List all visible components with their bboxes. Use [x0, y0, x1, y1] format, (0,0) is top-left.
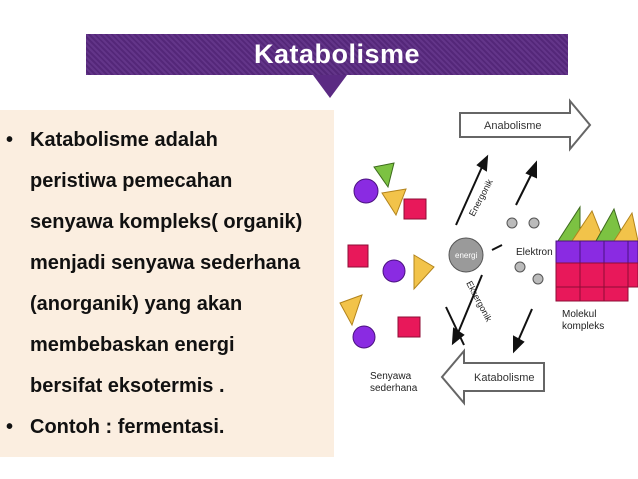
text-box: • Katabolisme adalah peristiwa pemecahan… — [0, 110, 334, 457]
bullet-icon: • — [6, 416, 14, 438]
bullet-line: Contoh : fermentasi. — [30, 416, 225, 438]
bullet-list: • Katabolisme adalah peristiwa pemecahan… — [6, 120, 332, 448]
flow-arrows — [445, 154, 537, 354]
bullet-line: (anorganik) yang akan — [30, 293, 243, 315]
bullet-icon: • — [6, 129, 14, 151]
title-bar: Katabolisme — [86, 34, 568, 75]
elektron-label: Elektron — [516, 247, 553, 258]
slide-title: Katabolisme — [253, 39, 421, 69]
complex-molecules: Molekul kompleks — [555, 205, 638, 332]
anabolisme-label: Anabolisme — [484, 120, 541, 132]
senyawa-label: Senyawa — [370, 371, 412, 382]
eksergonik-label: Eksergonik — [464, 279, 494, 323]
bullet-line: menjadi senyawa sederhana — [30, 252, 301, 274]
molekul-label: Molekul — [562, 309, 596, 320]
bullet-line: Katabolisme adalah — [30, 129, 218, 151]
energonik-label: Energonik — [467, 177, 495, 218]
kompleks-label: kompleks — [562, 321, 604, 332]
bullet-line: senyawa kompleks( organik) — [30, 211, 303, 233]
metabolism-diagram: Anabolisme Katabolisme energi Energonik … — [339, 98, 638, 406]
energi-label: energi — [455, 251, 477, 260]
sederhana-label: sederhana — [370, 383, 418, 394]
title-arrow-icon — [313, 75, 347, 98]
bullet-item-definition: • Katabolisme adalah peristiwa pemecahan… — [6, 120, 332, 407]
energy-sphere: energi — [448, 237, 484, 273]
electron-dots: Elektron — [506, 217, 553, 285]
anabolisme-arrow: Anabolisme — [459, 98, 592, 152]
bullet-line: membebaskan energi — [30, 334, 235, 356]
bullet-line: peristiwa pemecahan — [30, 170, 233, 192]
simple-compounds: Senyawa sederhana — [339, 162, 435, 394]
bullet-line: bersifat eksotermis . — [30, 375, 225, 397]
katabolisme-arrow: Katabolisme — [440, 348, 545, 406]
bullet-item-example: • Contoh : fermentasi. — [6, 407, 332, 448]
katabolisme-label: Katabolisme — [474, 372, 535, 384]
